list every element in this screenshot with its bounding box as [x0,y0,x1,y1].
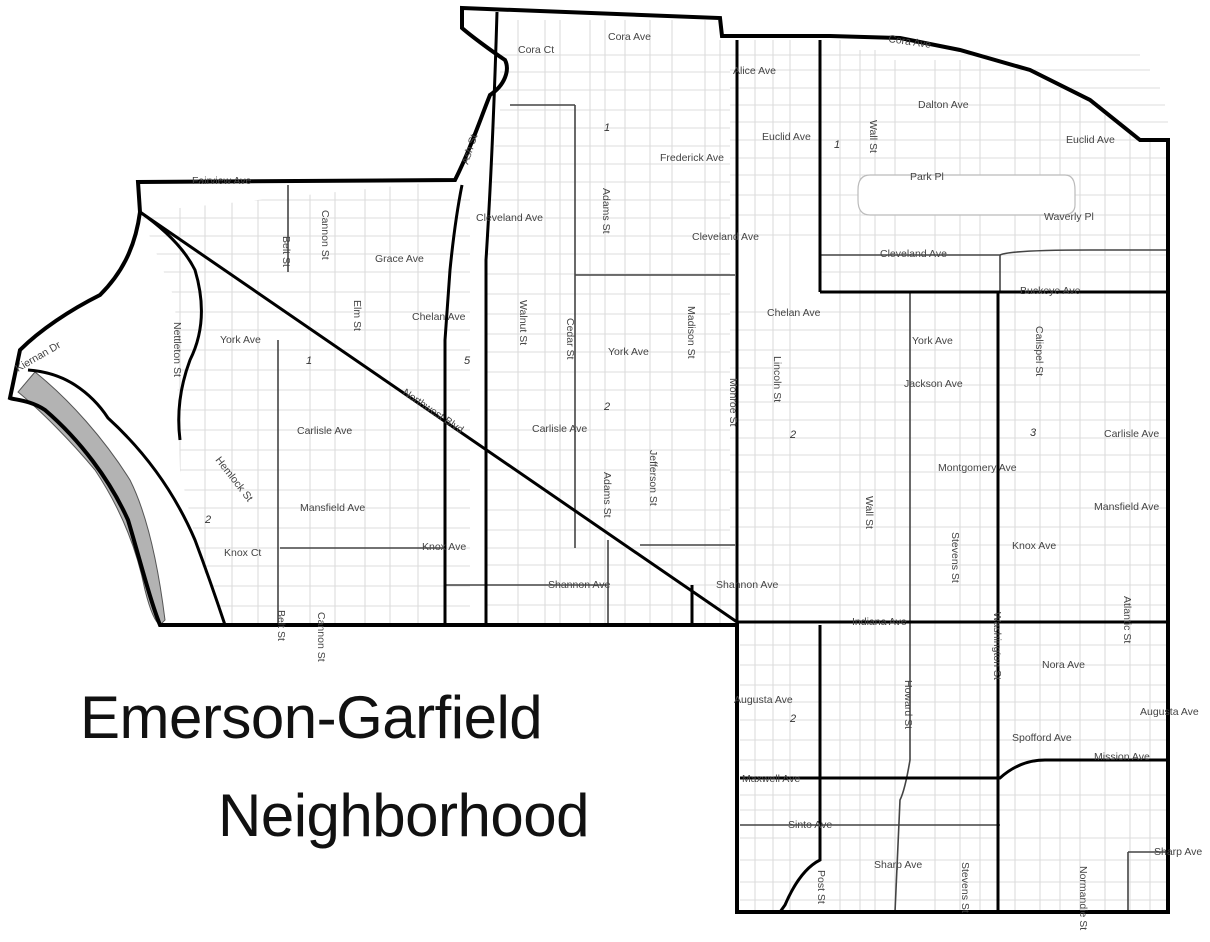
street-label-atlantic-st: Atlantic St [1121,596,1133,643]
area-number: 2 [603,401,610,413]
street-label-cleveland-ave: Cleveland Ave [692,231,759,243]
street-label-shannon-ave: Shannon Ave [548,579,610,591]
street-label-cannon-st: Cannon St [319,210,331,260]
street-label-chelan-ave: Chelan Ave [767,307,821,319]
street-label-stevens-st: Stevens St [959,862,971,913]
street-label-stevens-st: Stevens St [949,532,961,583]
street-label-cleveland-ave: Cleveland Ave [476,212,543,224]
street-label-knox-ct: Knox Ct [224,547,261,559]
river-shoreline [17,371,166,626]
street-label-carlisle-ave: Carlisle Ave [1104,428,1159,440]
street-label-howard-st: Howard St [902,680,914,729]
area-number: 2 [789,429,796,441]
street-label-sinto-ave: Sinto Ave [788,819,832,831]
street-label-fairview-ave: Fairview Ave [192,175,251,187]
street-label-cannon-st: Cannon St [315,612,327,662]
secondary-streets [277,104,1168,913]
street-label-belt-st: Belt St [275,610,287,641]
street-label-frederick-ave: Frederick Ave [660,152,724,164]
street-label-mansfield-ave: Mansfield Ave [1094,501,1159,513]
street-label-wall-st: Wall St [867,120,879,153]
street-label-nettleton-st: Nettleton St [171,322,183,377]
street-label-sharp-ave: Sharp Ave [1154,846,1202,858]
street-label-kiernan-dr: Kiernan Dr [14,339,64,375]
street-label-calispel-st: Calispel St [1033,326,1045,376]
street-label-shannon-ave: Shannon Ave [716,579,778,591]
street-label-cora-ave: Cora Ave [608,31,651,43]
street-label-waverly-pl: Waverly Pl [1044,211,1094,223]
street-label-wall-st: Wall St [863,496,875,529]
street-label-mission-ave: Mission Ave [1094,751,1150,763]
neighborhood-boundary [7,5,1170,914]
area-number: 1 [604,122,610,134]
street-label-carlisle-ave: Carlisle Ave [532,423,587,435]
street-label-monroe-st: Monroe St [727,378,739,427]
area-numbers: 1 1 1 5 2 2 2 2 3 [204,122,1037,725]
street-label-grace-ave: Grace Ave [375,253,424,265]
street-label-hemlock-st: Hemlock St [213,454,256,504]
area-number: 5 [464,355,471,367]
street-label-dalton-ave: Dalton Ave [918,99,969,111]
street-label-chelan-ave: Chelan Ave [412,311,466,323]
area-number: 1 [834,139,840,151]
street-label-adams-st: Adams St [600,188,612,234]
minor-street-grid [140,20,1168,912]
major-streets [27,11,1168,913]
street-label-lincoln-st: Lincoln St [771,356,783,402]
street-label-adams-st: Adams St [601,472,613,518]
area-number: 2 [789,713,796,725]
street-label-spofford-ave: Spofford Ave [1012,732,1072,744]
street-label-elm-st: Elm St [351,300,363,331]
street-label-carlisle-ave: Carlisle Ave [297,425,352,437]
street-label-buckeye-ave: Buckeye Ave [1020,285,1081,297]
street-label-york-ave: York Ave [912,335,953,347]
street-label-nora-ave: Nora Ave [1042,659,1085,671]
street-label-madison-st: Madison St [685,306,697,359]
map-title-line-2: Neighborhood [218,782,589,849]
street-label-cedar-st: Cedar St [564,318,576,360]
street-label-washington-st: Washington St [991,612,1003,680]
street-label-cora-ct: Cora Ct [518,44,554,56]
street-label-euclid-ave: Euclid Ave [762,131,811,143]
street-label-normandie-st: Normandie St [1077,866,1089,930]
street-label-jefferson-st: Jefferson St [647,450,659,506]
street-label-indiana-ave: Indiana Ave [852,616,907,628]
street-label-york-ave: York Ave [220,334,261,346]
street-label-mansfield-ave: Mansfield Ave [300,502,365,514]
street-label-knox-ave: Knox Ave [1012,540,1056,552]
street-label-belt-st: Belt St [280,236,292,267]
street-label-northwest-blvd: Northwest Blvd [400,387,465,437]
street-label-jackson-ave: Jackson Ave [904,378,963,390]
street-label-augusta-ave: Augusta Ave [1140,706,1199,718]
street-label-knox-ave: Knox Ave [422,541,466,553]
street-label-walnut-st: Walnut St [517,300,529,345]
street-label-cleveland-ave: Cleveland Ave [880,248,947,260]
street-label-ash-st: Ash St [459,133,480,166]
street-label-cora-ave: Cora Ave [888,33,932,51]
area-number: 2 [204,514,211,526]
street-label-montgomery-ave: Montgomery Ave [938,462,1017,474]
area-number: 3 [1030,427,1037,439]
street-label-post-st: Post St [815,870,827,904]
street-label-alice-ave: Alice Ave [733,65,776,77]
street-label-sharp-ave: Sharp Ave [874,859,922,871]
area-number: 1 [306,355,312,367]
street-label-augusta-ave: Augusta Ave [734,694,793,706]
street-label-euclid-ave: Euclid Ave [1066,134,1115,146]
street-label-park-pl: Park Pl [910,171,944,183]
park-pl-loop [857,174,1076,216]
street-label-york-ave: York Ave [608,346,649,358]
street-label-maxwell-ave: Maxwell Ave [742,773,800,785]
map-title-line-1: Emerson-Garfield [80,684,543,751]
